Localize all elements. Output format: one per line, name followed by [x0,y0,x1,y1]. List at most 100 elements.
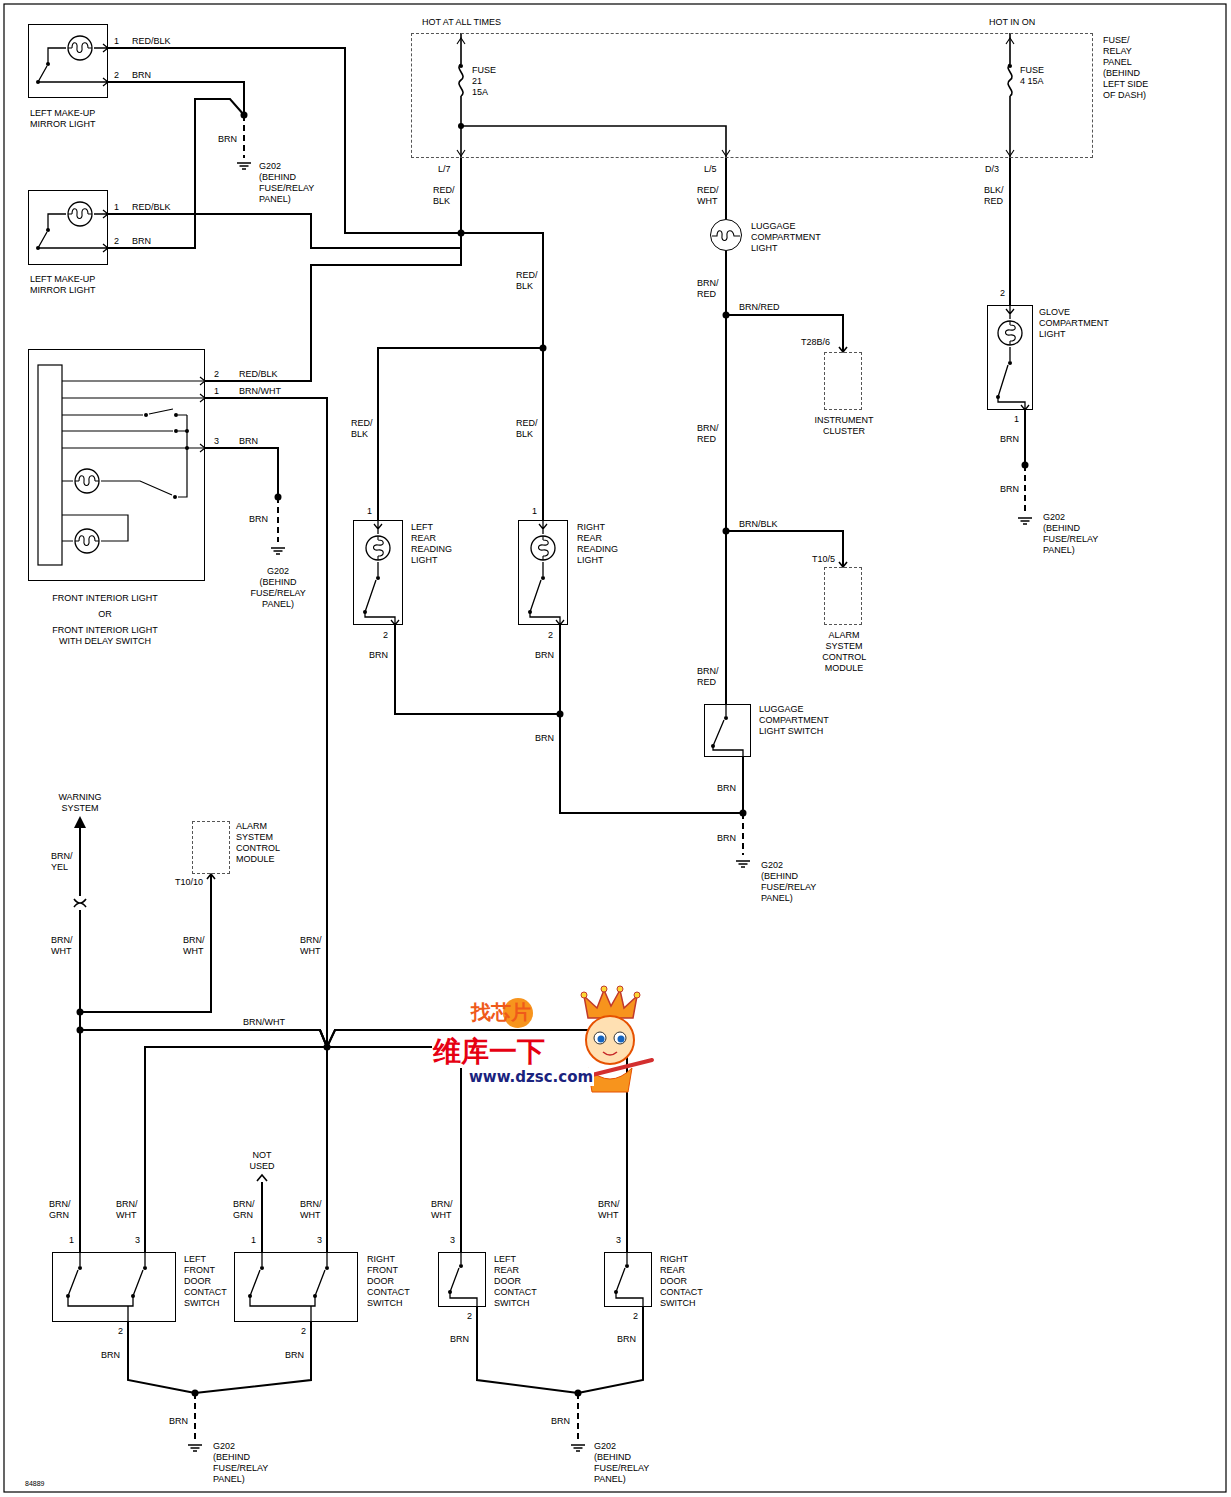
mirror-light-symbol [36,202,108,252]
wire-color: BRN/ WHT [50,935,74,957]
wire-color: BRN/ WHT [299,935,323,957]
component-label: OR [97,609,113,620]
contact-dot [144,413,148,417]
connector-pin: D/3 [984,164,1000,175]
component-label: GLOVE COMPARTMENT LIGHT [1038,307,1110,340]
contact-dot [996,395,1000,399]
switch-symbol [530,520,564,625]
contact-dot [78,1266,82,1270]
switch-blade [450,1252,477,1307]
warning-arrow [74,816,86,828]
bulb-symbol [531,536,555,560]
component-label: LEFT REAR READING LIGHT [410,522,453,566]
contact-dot [724,716,728,720]
mirror-light-symbol [36,36,108,86]
mascot-pupil [598,1036,605,1043]
contact-dot [185,446,189,450]
contact-dot [46,228,50,232]
wire-color: BRN [616,1334,637,1345]
component-label: FRONT INTERIOR LIGHT [51,593,158,604]
component-label: LEFT MAKE-UP MIRROR LIGHT [29,108,105,130]
door-switch-symbols [68,1252,643,1322]
wire [461,158,543,520]
wire-color: BRN/ YEL [50,851,74,873]
wire-color: BRN [716,783,737,794]
splice-dot [723,312,730,319]
watermark: 维库一下 [432,1036,546,1068]
component-label: LEFT FRONT DOOR CONTACT SWITCH [183,1254,228,1309]
switch-blade [713,704,743,757]
bulb-symbol [998,321,1022,345]
ground-label: G202 (BEHIND FUSE/RELAY PANEL) [258,161,315,205]
contact-dot [711,744,715,748]
wire-color: BRN [131,70,152,81]
wire [80,874,327,1252]
switch-symbol [38,44,108,86]
watermark: www.dzsc.com [468,1068,594,1086]
mascot-head [586,1016,634,1064]
splice-dot [275,494,282,501]
component-label: ALARM SYSTEM CONTROL MODULE [235,821,281,865]
bulb-symbol [68,202,92,226]
contact-dot [614,1290,618,1294]
component-label: HOT AT ALL TIMES [421,17,502,28]
fuse-symbols [457,33,1014,158]
pin-number: 1 [250,1235,257,1246]
splice-dot [723,528,730,535]
connector-pin: L/5 [703,164,718,175]
connector-pin: T10/5 [811,554,836,565]
ground-wire [1024,410,1026,465]
fuse-dot [459,64,463,68]
contact-dot [260,1266,264,1270]
pin-number: 2 [113,70,120,81]
component-label: RIGHT REAR READING LIGHT [576,522,619,566]
wire-color: BRN/ GRN [232,1199,256,1221]
splice-dot [540,345,547,352]
crown-ball [634,992,640,998]
ground-label: G202 (BEHIND FUSE/RELAY PANEL) [249,566,306,610]
connector-pin: L/7 [437,164,452,175]
wire-color: BLK/ RED [983,185,1005,207]
fuse-dots [458,64,1012,129]
wire-color: BRN/ WHT [182,935,206,957]
system-label: WARNING SYSTEM [57,792,102,814]
reading-light-symbol [363,520,399,625]
contact-dot [313,1294,317,1298]
bulb-symbol [75,469,99,493]
wire-color: RED/BLK [131,202,172,213]
wire-color: BRN/BLK [738,519,779,530]
contact-dot [528,610,532,614]
ground-wire [128,1322,311,1393]
wire-color: BRN/ WHT [430,1199,454,1221]
glove-light-symbol [996,305,1029,410]
wire-color: RED/ BLK [350,418,374,440]
wire [725,158,727,219]
switch-blade [68,1252,145,1322]
wire-color: BRN/ WHT [299,1199,323,1221]
pin-number: 3 [449,1235,456,1246]
contact-dot [131,1294,135,1298]
pin-number: 3 [316,1235,323,1246]
contact-dot [1008,361,1012,365]
contact-dot [36,246,40,250]
ground-label: G202 (BEHIND FUSE/RELAY PANEL) [212,1441,269,1485]
contact-dot [363,610,367,614]
pin-number: 1 [531,506,538,517]
ground-wire [205,448,278,497]
wire [725,251,727,704]
wire-color: BRN [716,833,737,844]
dashed-connector [195,115,1025,1439]
figure-id: 84889 [24,1479,45,1488]
switch-symbol [711,704,743,757]
wire-color: BRN [999,434,1020,445]
note: NOT USED [249,1150,276,1172]
light-housing [38,365,62,565]
wire-color: BRN/ RED [696,278,720,300]
contact-dot [625,1264,629,1268]
switch-box: LUGGAGE COMPARTMENT LIGHT SWITCH [704,704,751,757]
wire-color: BRN/RED [738,302,781,313]
warning-wire [79,826,81,1012]
component-label: FRONT INTERIOR LIGHT WITH DELAY SWITCH [48,625,162,647]
wire-color: BRN [248,514,269,525]
fuse-21-circuit [459,33,726,158]
